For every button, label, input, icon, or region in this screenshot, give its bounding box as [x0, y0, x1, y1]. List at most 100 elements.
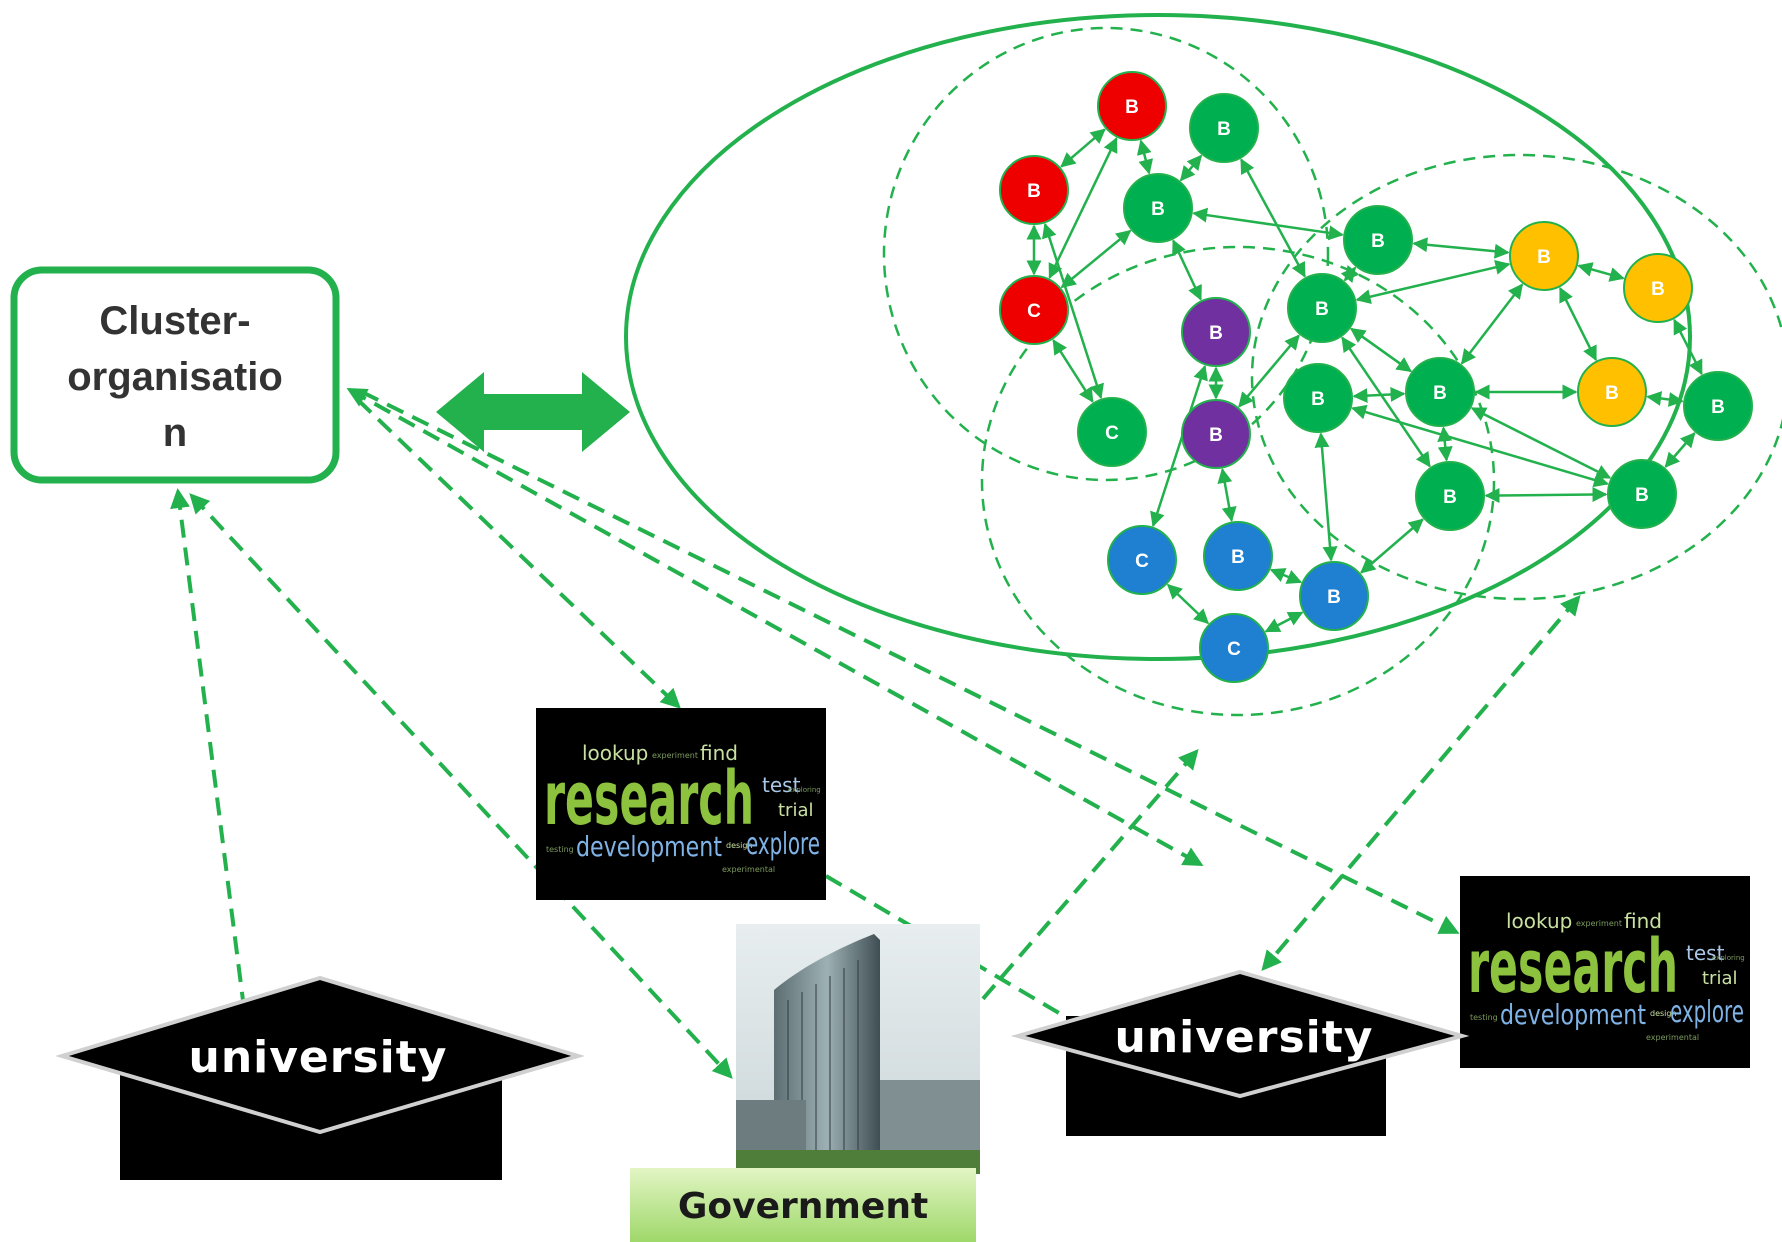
government-building: Government: [630, 924, 980, 1242]
node-circle: [1203, 521, 1273, 591]
edge-g7-bl3: [1314, 432, 1338, 562]
research-word-cloud-right: lookup experiment find research test exp…: [1460, 876, 1750, 1068]
wc-left-experimental: experimental: [722, 865, 775, 874]
node-y2[interactable]: B: [1623, 253, 1693, 323]
wc-right-exploring: exploring: [1712, 954, 1745, 962]
node-g6[interactable]: B: [1405, 357, 1475, 427]
node-g7[interactable]: B: [1283, 363, 1353, 433]
node-circle: [999, 275, 1069, 345]
node-label: B: [1151, 199, 1165, 220]
wc-right-trial: trial: [1702, 968, 1738, 989]
node-circle: [1299, 561, 1369, 631]
edge-g6-y1: [1460, 283, 1524, 365]
node-circle: [1343, 205, 1413, 275]
node-y1[interactable]: B: [1509, 221, 1579, 291]
node-circle: [1199, 613, 1269, 683]
node-r2[interactable]: B: [999, 155, 1069, 225]
edge-g2-r3: [1060, 229, 1132, 289]
node-label: B: [1217, 119, 1231, 140]
node-circle: [1097, 71, 1167, 141]
node-bl4[interactable]: C: [1199, 613, 1269, 683]
node-circle: [1607, 459, 1677, 529]
edge-g7-g6: [1352, 386, 1406, 404]
wc-left-design: design: [726, 841, 753, 850]
node-circle: [1287, 273, 1357, 343]
edge-y3-g11: [1646, 391, 1684, 407]
edge-g2-p1: [1172, 239, 1202, 301]
edge-g7-g10: [1351, 404, 1609, 488]
edge-g2-g3: [1192, 207, 1344, 241]
edge-g3-y1: [1412, 237, 1510, 259]
edge-bl3-bl4: [1264, 611, 1304, 633]
edge-bl1-bl4: [1166, 583, 1210, 625]
edge-p2-bl2: [1217, 467, 1237, 523]
node-circle: [1077, 397, 1147, 467]
node-label: B: [1125, 97, 1139, 118]
node-label: B: [1231, 547, 1245, 568]
node-g5[interactable]: B: [1287, 273, 1357, 343]
node-label: C: [1135, 551, 1149, 572]
node-r3[interactable]: C: [999, 275, 1069, 345]
edge-g11-g9: [1664, 432, 1696, 468]
wc-right-experiment: experiment: [1576, 919, 1622, 928]
edge-g8-g9: [1484, 487, 1608, 503]
node-label: B: [1605, 383, 1619, 404]
node-p2[interactable]: B: [1181, 399, 1251, 469]
node-g11[interactable]: B: [1683, 371, 1753, 441]
node-label: B: [1433, 383, 1447, 404]
node-g2[interactable]: B: [1123, 173, 1193, 243]
node-circle: [1107, 525, 1177, 595]
cluster-org-line1: Cluster-: [99, 299, 250, 343]
wc-left-trial: trial: [778, 800, 814, 821]
government-label-bar: [630, 1168, 976, 1242]
edge-g5-p2: [1238, 334, 1300, 408]
node-circle: [1415, 461, 1485, 531]
wc-right-testing: testing: [1470, 1013, 1498, 1022]
edge-bl2-bl3: [1269, 568, 1303, 584]
node-circle: [1683, 371, 1753, 441]
node-circle: [1189, 93, 1259, 163]
government-label: Government: [678, 1186, 928, 1227]
wc-left-testing: testing: [546, 845, 574, 854]
node-label: B: [1443, 487, 1457, 508]
wc-left-experiment: experiment: [652, 751, 698, 760]
node-label: B: [1371, 231, 1385, 252]
node-bl2[interactable]: B: [1203, 521, 1273, 591]
edge-g3-g5: [1340, 265, 1360, 283]
node-r1[interactable]: B: [1097, 71, 1167, 141]
node-label: B: [1315, 299, 1329, 320]
node-g3[interactable]: B: [1343, 205, 1413, 275]
node-label: B: [1651, 279, 1665, 300]
node-bl1[interactable]: C: [1107, 525, 1177, 595]
edge-y1-y3: [1558, 286, 1598, 362]
node-circle: [1123, 173, 1193, 243]
research-word-cloud-left: lookup experiment find research test exp…: [536, 708, 826, 900]
wc-left-exploring: exploring: [788, 786, 821, 794]
edge-g8-bl3: [1360, 518, 1424, 574]
edge-y1-y2: [1577, 262, 1625, 282]
wc-right-research: research: [1468, 924, 1678, 1010]
university-cap-left: university: [55, 975, 585, 1180]
node-circle: [1405, 357, 1475, 427]
wc-left-find: find: [700, 741, 738, 765]
node-label: B: [1209, 425, 1223, 446]
node-y3[interactable]: B: [1577, 357, 1647, 427]
node-g8[interactable]: B: [1415, 461, 1485, 531]
node-p1[interactable]: B: [1181, 297, 1251, 367]
node-g4[interactable]: C: [1077, 397, 1147, 467]
wc-left-research: research: [544, 756, 754, 842]
edge-g6-g8: [1437, 426, 1453, 462]
cluster-org-line2: organisatio: [67, 355, 283, 399]
node-g1[interactable]: B: [1189, 93, 1259, 163]
cap-board-right: [1010, 969, 1470, 1099]
cluster-organisation-box[interactable]: [10, 266, 340, 484]
node-label: B: [1537, 247, 1551, 268]
node-label: B: [1209, 323, 1223, 344]
link-org-research-left: [356, 398, 681, 709]
node-bl3[interactable]: B: [1299, 561, 1369, 631]
node-g9[interactable]: B: [1607, 459, 1677, 529]
node-label: C: [1105, 423, 1119, 444]
